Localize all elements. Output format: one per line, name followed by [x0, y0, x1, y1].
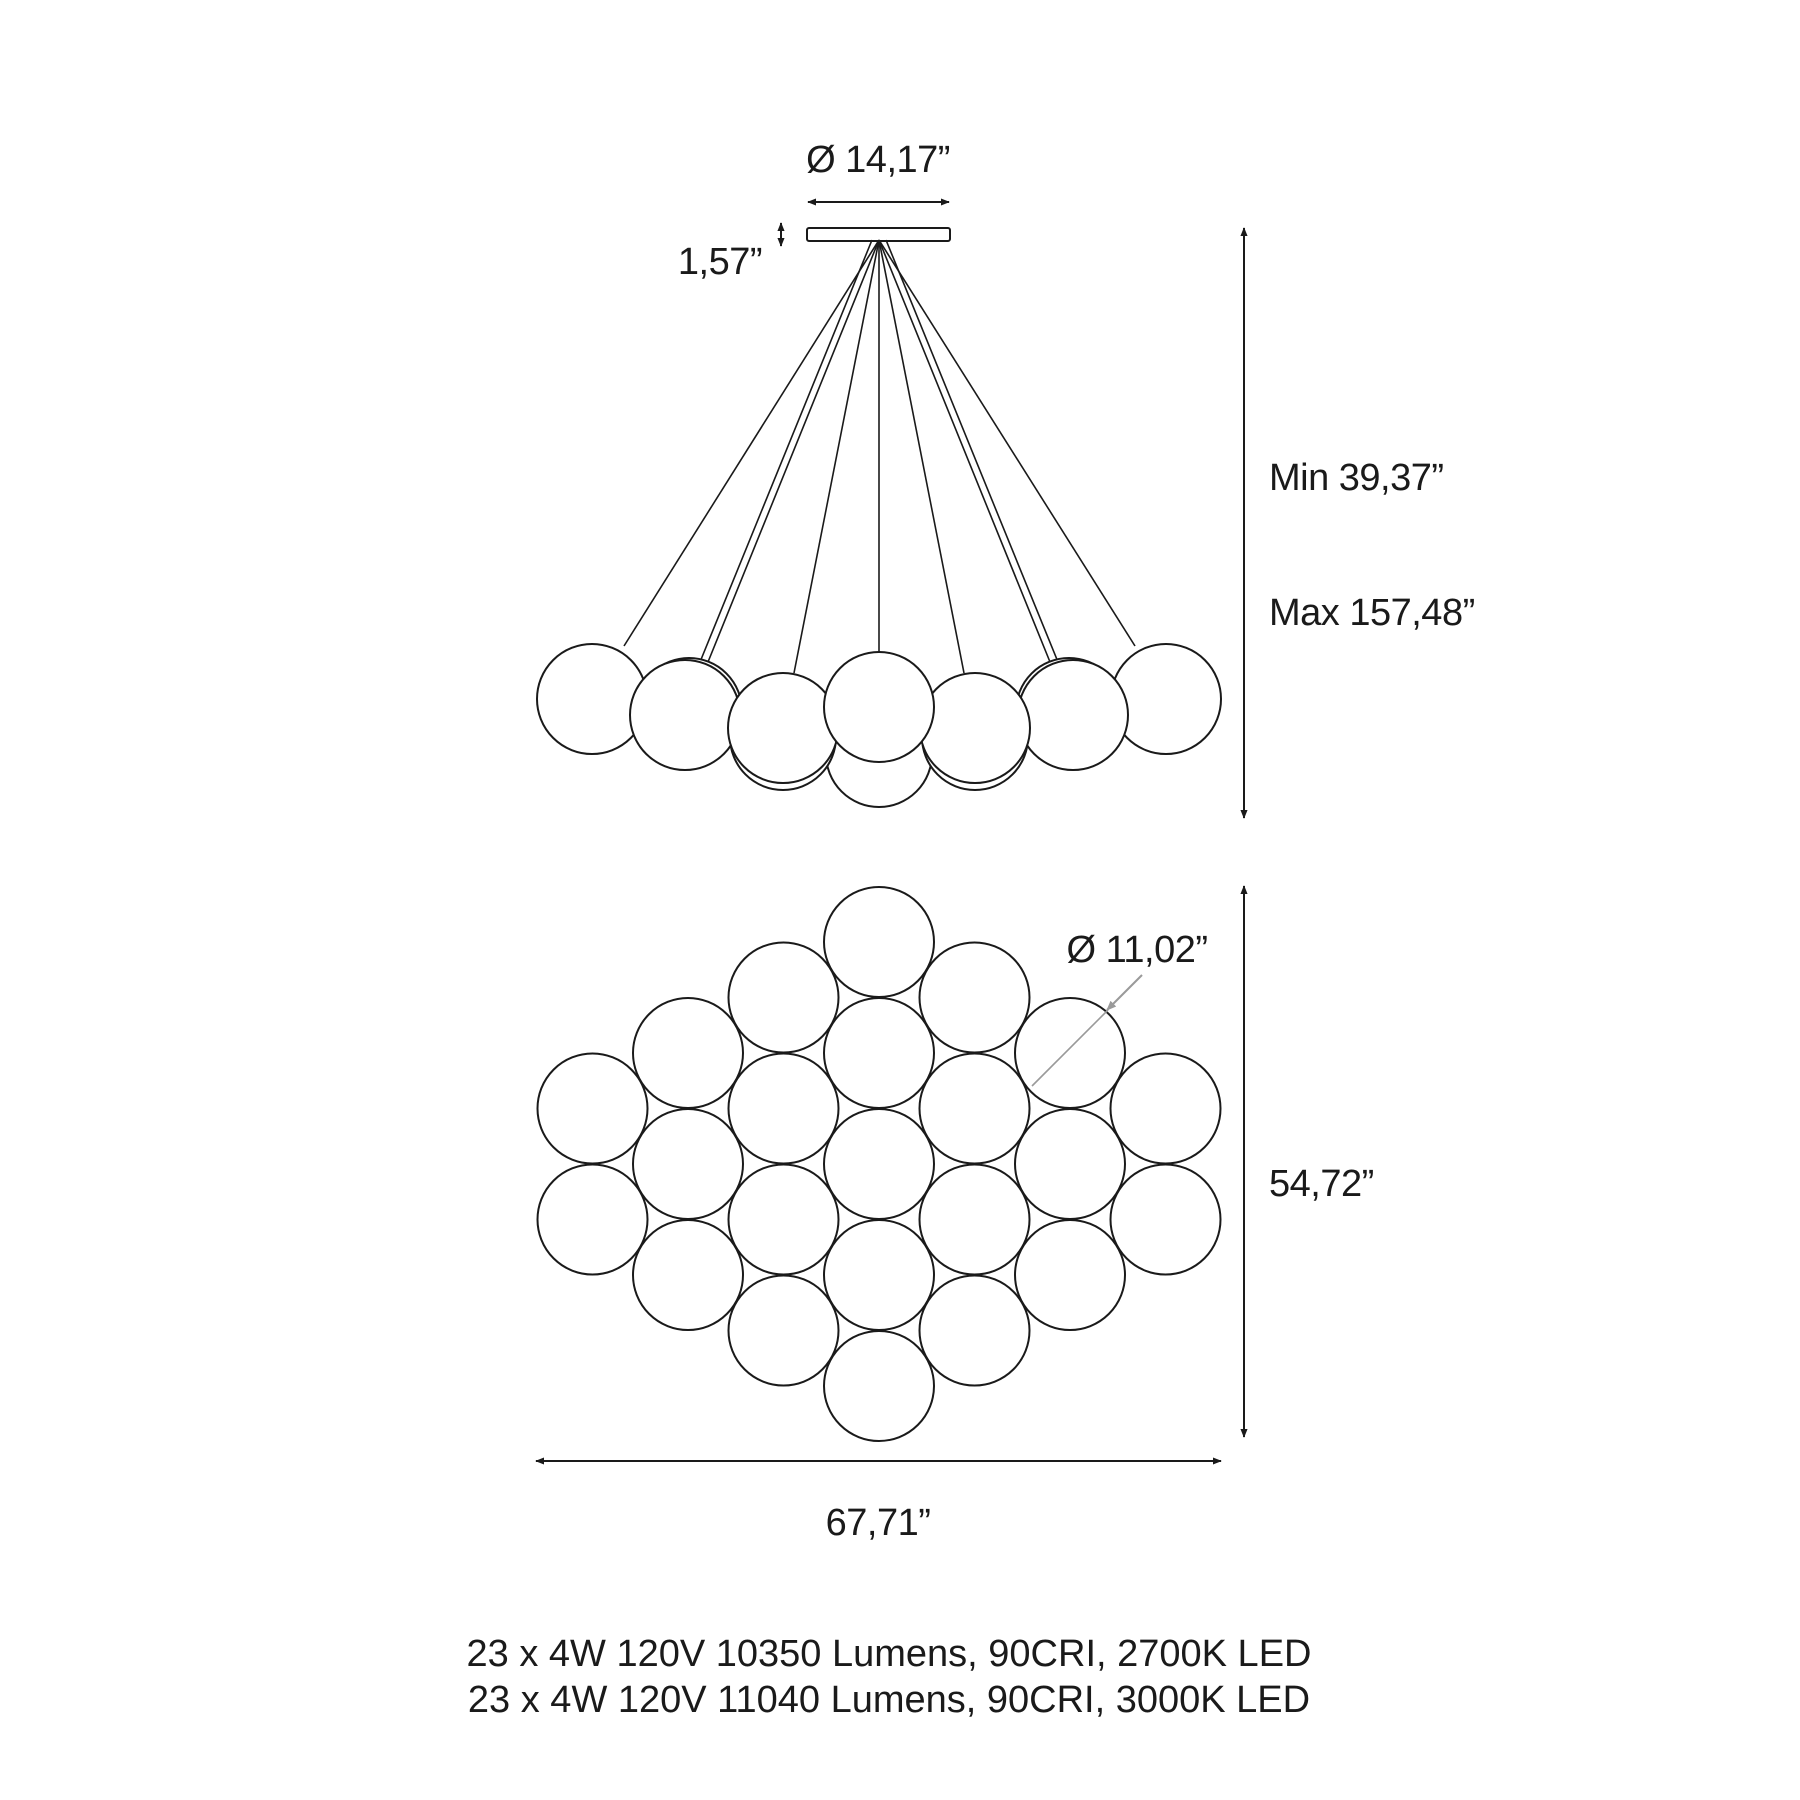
canopy-height-label: 1,57”	[678, 241, 762, 283]
spec-line-2700k: 23 x 4W 120V 10350 Lumens, 90CRI, 2700K …	[467, 1633, 1312, 1675]
globe-diameter-leader	[1106, 974, 1143, 1011]
plan-globe	[727, 941, 840, 1054]
elevation-view: Ø 14,17” 1,57”	[536, 139, 1475, 819]
spec-line-3000k: 23 x 4W 120V 11040 Lumens, 90CRI, 3000K …	[468, 1679, 1310, 1721]
plan-globe	[727, 1052, 840, 1165]
plan-globe	[823, 1330, 935, 1442]
plan-depth-label: 54,72”	[1269, 1163, 1374, 1205]
plan-globe	[632, 1108, 744, 1220]
plan-globe	[918, 941, 1031, 1054]
plan-globe	[727, 1163, 840, 1276]
globe-front	[823, 651, 935, 763]
height-min-label: Min 39,37”	[1269, 457, 1444, 499]
globe-front	[727, 672, 839, 784]
plan-globe	[632, 1219, 744, 1331]
globe-diameter-label: Ø 11,02”	[1066, 929, 1207, 971]
plan-globe	[536, 1052, 649, 1165]
suspension-cables	[623, 239, 1136, 674]
plan-globe	[1014, 1108, 1126, 1220]
globe-diameter-line	[1031, 1009, 1109, 1087]
plan-globe	[918, 1052, 1031, 1165]
elevation-globes	[536, 643, 1222, 808]
canopy-diameter-label: Ø 14,17”	[806, 139, 950, 181]
globe-front	[919, 672, 1031, 784]
plan-globe	[918, 1163, 1031, 1276]
plan-globe	[1014, 997, 1126, 1109]
plan-globe	[823, 1108, 935, 1220]
globe-front	[1110, 643, 1222, 755]
globe-front	[1017, 659, 1129, 771]
plan-globe	[823, 1219, 935, 1331]
globe-front	[629, 659, 741, 771]
plan-globe	[632, 997, 744, 1109]
plan-globe	[536, 1163, 649, 1276]
plan-globe	[1109, 1052, 1222, 1165]
specifications: 23 x 4W 120V 10350 Lumens, 90CRI, 2700K …	[467, 1633, 1312, 1721]
ceiling-canopy	[806, 227, 951, 242]
plan-globe	[1109, 1163, 1222, 1276]
plan-globe	[727, 1274, 840, 1387]
globe-front	[536, 643, 648, 755]
plan-globe	[823, 997, 935, 1109]
plan-globe	[823, 886, 935, 998]
overall-width-label: 67,71”	[826, 1502, 931, 1544]
plan-globe	[1014, 1219, 1126, 1331]
plan-view: Ø 11,02” 54,72” 67,71”	[535, 885, 1374, 1544]
plan-globe	[918, 1274, 1031, 1387]
plan-globes	[536, 886, 1222, 1442]
height-max-label: Max 157,48”	[1269, 592, 1475, 634]
